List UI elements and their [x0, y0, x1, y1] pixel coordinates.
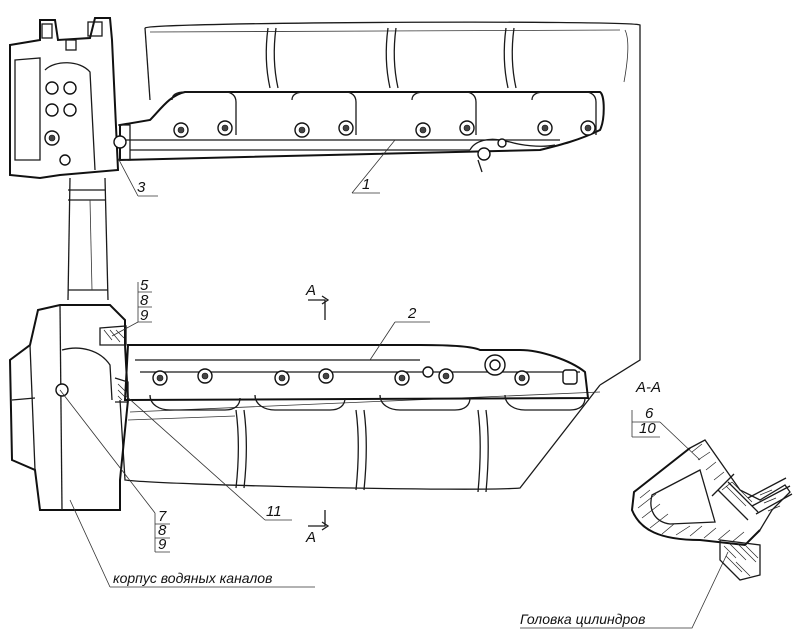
section-mark-top: [308, 295, 330, 320]
caption-water-channel-housing: корпус водяных каналов: [113, 570, 272, 586]
upper-exhaust-manifold: [119, 91, 605, 173]
section-view-title: А-А: [635, 379, 661, 396]
water-channel-housing: [8, 304, 130, 511]
callout-3: 3: [137, 179, 146, 196]
callout-9-top: 9: [140, 307, 149, 324]
section-mark-top-label: A: [305, 282, 316, 299]
callout-9-bottom: 9: [158, 536, 167, 553]
section-mark-bottom: [308, 510, 330, 531]
callout-7: 7: [158, 508, 167, 525]
callout-5: 5: [140, 277, 149, 294]
lower-manifold-bolts: [152, 368, 578, 386]
leader-lines: [59, 139, 729, 629]
section-mark-bottom-label: A: [305, 529, 316, 546]
callout-1: 1: [362, 176, 370, 193]
upper-manifold-bolts: [173, 120, 596, 138]
turbocharger-assembly: [9, 17, 131, 301]
callout-8-bottom: 8: [158, 522, 167, 539]
callout-8-top: 8: [140, 292, 149, 309]
callout-11: 11: [266, 503, 282, 520]
callout-10: 10: [639, 420, 656, 437]
callout-6: 6: [645, 405, 654, 422]
callout-2: 2: [407, 305, 417, 322]
lower-exhaust-manifold: [123, 344, 590, 411]
caption-cylinder-head: Головка цилиндров: [520, 611, 645, 627]
section-aa-detail: [630, 439, 793, 581]
engine-block-outline: [119, 21, 641, 493]
